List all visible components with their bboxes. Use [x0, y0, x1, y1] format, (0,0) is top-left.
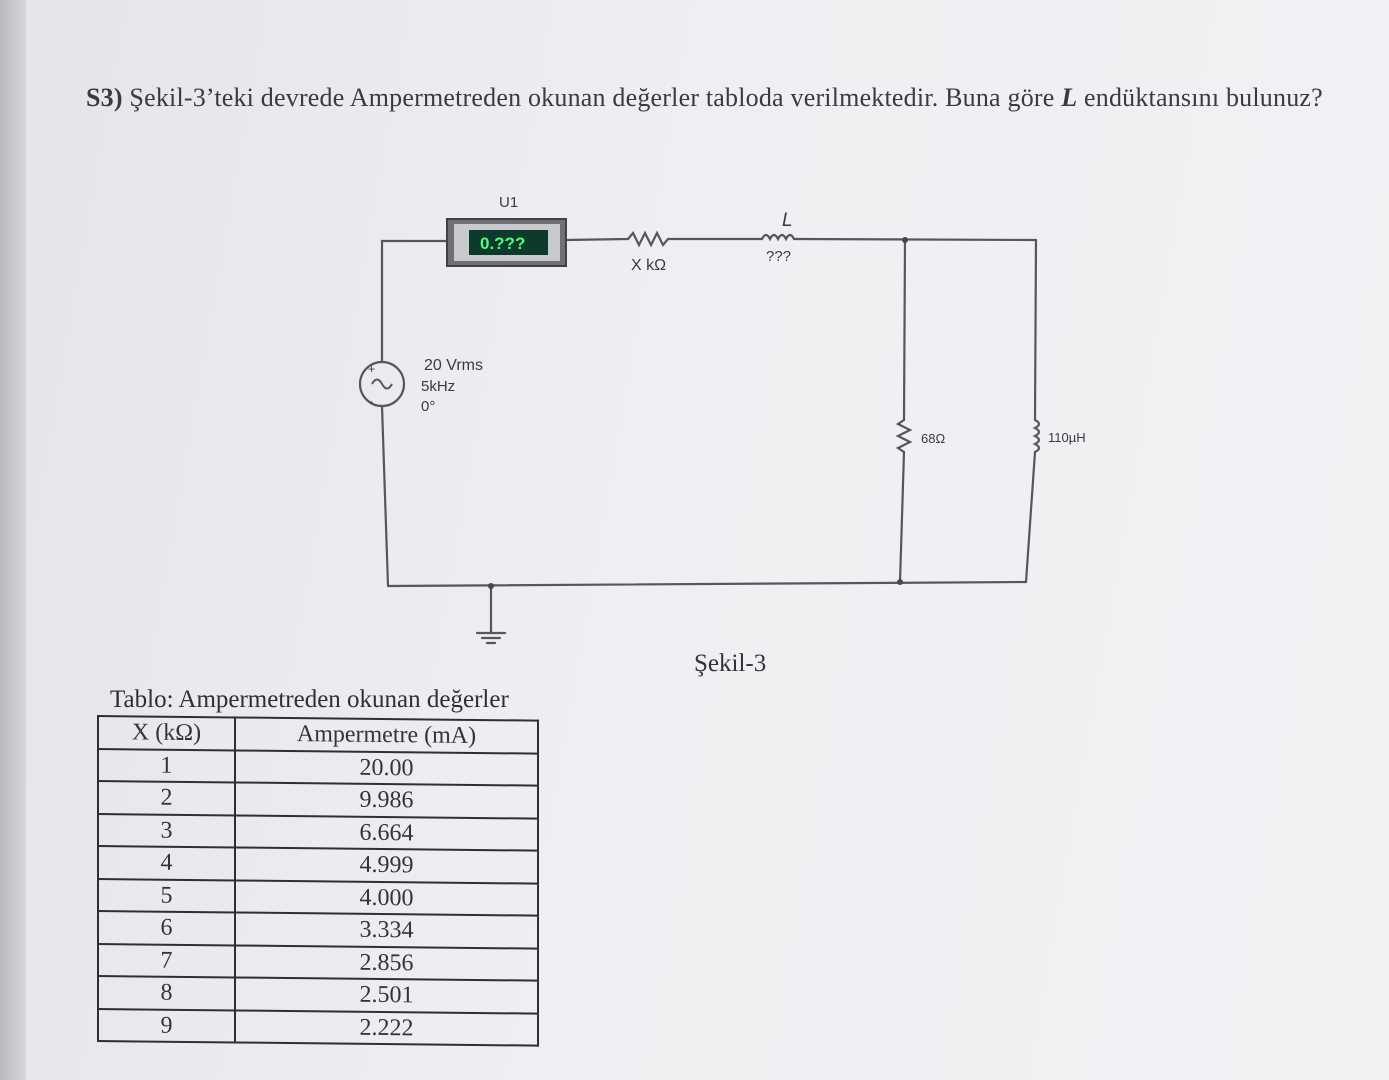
- cell-current: 9.986: [235, 782, 538, 819]
- cell-x: 1: [98, 748, 235, 783]
- readings-table: X (kΩ) Ampermetre (mA) 1 20.00 2 9.986 3…: [97, 715, 539, 1047]
- resistor-68-symbol: [895, 418, 913, 454]
- table-row: 9 2.222: [98, 1008, 538, 1046]
- ammeter-reading: 0.???: [480, 234, 525, 253]
- cell-current: 2.501: [235, 977, 538, 1014]
- table-row: 3 6.664: [98, 813, 538, 851]
- cell-x: 8: [98, 976, 235, 1010]
- wire-mid-bottom: [898, 450, 906, 584]
- wire-bottom: [386, 580, 1028, 588]
- cell-current: 2.222: [235, 1009, 538, 1046]
- table-caption: Tablo: Ampermetreden okunan değerler: [110, 686, 509, 713]
- junction-bottom-mid: [897, 579, 903, 585]
- cell-current: 2.856: [235, 944, 538, 981]
- cell-current: 3.334: [235, 912, 538, 949]
- wire-right-bottom: [1024, 450, 1037, 584]
- table-row: 2 9.986: [98, 781, 538, 819]
- figure-caption: Şekil-3: [694, 650, 767, 677]
- wire-top-left: [380, 239, 449, 364]
- inductor-l-value: ???: [766, 248, 791, 265]
- ammeter-label: U1: [499, 194, 518, 211]
- cell-current: 6.664: [235, 814, 538, 851]
- question-number: S3): [86, 83, 123, 112]
- table-row: 5 4.000: [98, 878, 538, 916]
- inductance-symbol: L: [1061, 83, 1078, 112]
- source-minus-sign: -: [369, 394, 373, 408]
- inductor-l-name: L: [782, 210, 793, 231]
- table-row: 1 20.00: [98, 748, 538, 786]
- junction-ground: [488, 583, 494, 589]
- cell-x: 5: [98, 878, 235, 913]
- source-phase-label: 0°: [421, 398, 435, 415]
- wire-right-top: [1033, 238, 1038, 422]
- wire-mid-top: [902, 238, 907, 422]
- source-plus-sign: +: [368, 362, 375, 376]
- junction-top: [902, 237, 908, 243]
- table-row: 7 2.856: [98, 943, 538, 981]
- header-ammeter: Ampermetre (mA): [235, 717, 538, 754]
- screen-bezel-edge: [0, 0, 26, 1080]
- table-header-row: X (kΩ) Ampermetre (mA): [98, 716, 538, 754]
- cell-x: 4: [98, 846, 235, 880]
- wire-ammeter-to-resistor: [564, 237, 630, 242]
- wire-top-right: [792, 237, 1038, 242]
- cell-current: 20.00: [235, 749, 538, 786]
- ac-source-circle: [358, 360, 406, 408]
- cell-current: 4.999: [235, 847, 538, 884]
- resistor-68-label: 68Ω: [921, 431, 945, 446]
- cell-x: 3: [98, 813, 235, 848]
- question-body-start: Şekil-3’teki devrede Ampermetreden okuna…: [129, 83, 1055, 112]
- cell-x: 9: [98, 1008, 235, 1043]
- header-x: X (kΩ): [98, 716, 235, 750]
- ac-source: + -: [358, 360, 406, 408]
- wire-left-bottom: [380, 404, 390, 588]
- table-row: 6 3.334: [98, 911, 538, 949]
- inductor-l-symbol: [760, 233, 796, 242]
- ammeter-display: [469, 230, 548, 255]
- inductor-110-symbol: [1032, 418, 1041, 454]
- cell-current: 4.000: [235, 879, 538, 916]
- question-text: S3) Şekil-3’teki devrede Ampermetreden o…: [86, 82, 1366, 113]
- cell-x: 7: [98, 943, 235, 978]
- sine-icon: [371, 378, 393, 390]
- cell-x: 6: [98, 911, 235, 945]
- table-row: 4 4.999: [98, 846, 538, 884]
- table-row: 8 2.501: [98, 976, 538, 1014]
- resistor-x-label: X kΩ: [631, 257, 666, 274]
- resistor-x-symbol: [626, 230, 670, 248]
- source-voltage-label: 20 Vrms: [424, 357, 483, 374]
- question-body-end: endüktansını bulunuz?: [1084, 83, 1323, 112]
- inductor-110-label: 110µH: [1048, 430, 1086, 445]
- source-frequency-label: 5kHz: [421, 378, 455, 395]
- ammeter: 0.??? U1: [446, 194, 567, 267]
- cell-x: 2: [98, 781, 235, 815]
